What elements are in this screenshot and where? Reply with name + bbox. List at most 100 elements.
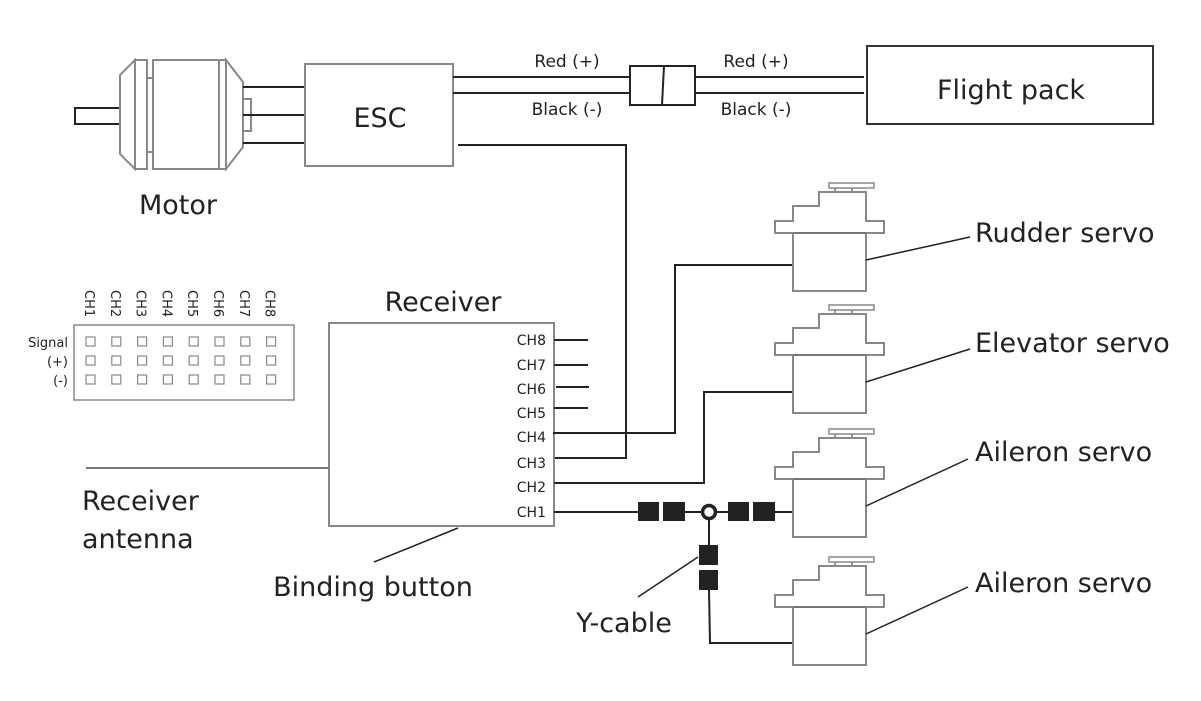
servo: Rudder servo <box>774 182 1155 292</box>
servo-horn <box>828 556 875 563</box>
pin-header-box <box>73 324 295 401</box>
pin-socket <box>111 336 122 347</box>
esc-signal-wire <box>458 144 627 459</box>
pin-row-plus: (+) <box>47 355 68 370</box>
servo-label: Rudder servo <box>975 218 1155 249</box>
pin-socket <box>214 355 225 366</box>
esc-label: ESC <box>353 103 406 134</box>
servo: Aileron servo <box>774 556 1152 666</box>
ch2-elevator-wire <box>554 391 794 484</box>
pin-column-label: CH8 <box>262 290 277 317</box>
servo-horn <box>828 304 875 311</box>
pin-socket <box>188 336 199 347</box>
motor-shaft <box>74 107 121 125</box>
pin-socket <box>162 374 173 385</box>
y-cable-plug <box>638 502 659 521</box>
pin-socket <box>85 374 96 385</box>
pin-header: CH1 CH2 CH3 CH4 CH5 CH6 CH7 CH8 Signal (+) (-) <box>28 290 295 401</box>
receiver-channel-label: CH4 <box>517 430 546 446</box>
red-label-right: Red (+) <box>723 52 788 72</box>
pin-socket <box>240 355 251 366</box>
motor-rear-plate <box>218 59 227 170</box>
servo-body <box>774 313 885 414</box>
servo-leader <box>865 236 971 261</box>
connector-divider <box>661 65 665 106</box>
pin-column-label: CH4 <box>158 290 173 317</box>
receiver-box <box>328 322 555 527</box>
receiver-channel-label: CH7 <box>517 358 546 374</box>
binding-button-leader <box>373 527 459 563</box>
black-label-left: Black (-) <box>532 100 603 120</box>
antenna-label-line2: antenna <box>82 524 194 555</box>
y-cable-label: Y-cable <box>575 608 672 639</box>
pin-column-label: CH5 <box>184 290 199 317</box>
pin-socket <box>162 336 173 347</box>
servo-leader <box>865 458 969 507</box>
pin-socket <box>266 336 277 347</box>
y-cable-plug <box>728 502 749 521</box>
receiver-channel-label: CH2 <box>517 480 546 496</box>
pin-socket <box>214 336 225 347</box>
receiver-channel-label: CH3 <box>517 456 546 472</box>
pin-socket <box>240 336 251 347</box>
servo-horn <box>828 182 875 189</box>
servo-leader <box>865 348 971 383</box>
pin-row-signal: Signal <box>28 336 68 351</box>
red-label-left: Red (+) <box>534 52 599 72</box>
pin-socket <box>214 374 225 385</box>
servo-body <box>774 437 885 538</box>
pin-socket <box>266 355 277 366</box>
servo: Aileron servo <box>774 428 1152 538</box>
receiver-channel-label: CH8 <box>517 333 546 349</box>
y-cable-leader <box>637 556 699 598</box>
esc-box <box>304 63 454 167</box>
servo-leader <box>865 586 969 635</box>
y-cable-junction <box>700 503 718 521</box>
pin-socket <box>137 355 148 366</box>
pin-socket <box>85 336 96 347</box>
black-label-right: Black (-) <box>721 100 792 120</box>
servo-body <box>774 191 885 292</box>
y-cable-plug <box>753 502 775 521</box>
motor <box>74 57 252 172</box>
antenna-label-line1: Receiver <box>82 486 200 517</box>
pin-socket <box>240 374 251 385</box>
pin-column-label: CH3 <box>133 290 148 317</box>
pin-column-label: CH7 <box>236 290 251 317</box>
y-cable <box>638 502 794 644</box>
motor-rear-cone <box>225 57 244 172</box>
pin-row-minus: (-) <box>53 374 68 389</box>
pin-column-label: CH1 <box>81 290 96 317</box>
flight-pack-box <box>866 45 1154 125</box>
ch4-rudder-wire <box>553 264 794 434</box>
pin-socket <box>137 374 148 385</box>
servo-body <box>774 565 885 666</box>
pin-socket <box>85 355 96 366</box>
pin-socket <box>188 355 199 366</box>
receiver-channel-label: CH1 <box>517 505 546 521</box>
y-cable-plug <box>699 545 718 565</box>
binding-button-label: Binding button <box>273 572 473 603</box>
y-cable-wire <box>708 589 794 644</box>
servo: Elevator servo <box>774 304 1170 414</box>
pin-socket <box>137 336 148 347</box>
motor-front-cone <box>119 57 136 172</box>
servo-label: Aileron servo <box>975 437 1152 468</box>
receiver-title: Receiver <box>385 287 503 318</box>
servo-label: Elevator servo <box>975 328 1170 359</box>
receiver-channel-label: CH6 <box>517 382 546 398</box>
y-cable-plug <box>699 570 718 590</box>
flight-pack-label: Flight pack <box>937 75 1085 106</box>
motor-label: Motor <box>139 190 218 221</box>
pin-socket <box>111 374 122 385</box>
pin-socket <box>266 374 277 385</box>
motor-body <box>152 59 220 170</box>
y-cable-plug <box>663 502 685 521</box>
motor-front-plate <box>134 59 148 170</box>
pin-socket <box>188 374 199 385</box>
pin-socket <box>111 355 122 366</box>
servo-label: Aileron servo <box>975 568 1152 599</box>
pin-column-label: CH6 <box>210 290 225 317</box>
pin-column-label: CH2 <box>107 290 122 317</box>
